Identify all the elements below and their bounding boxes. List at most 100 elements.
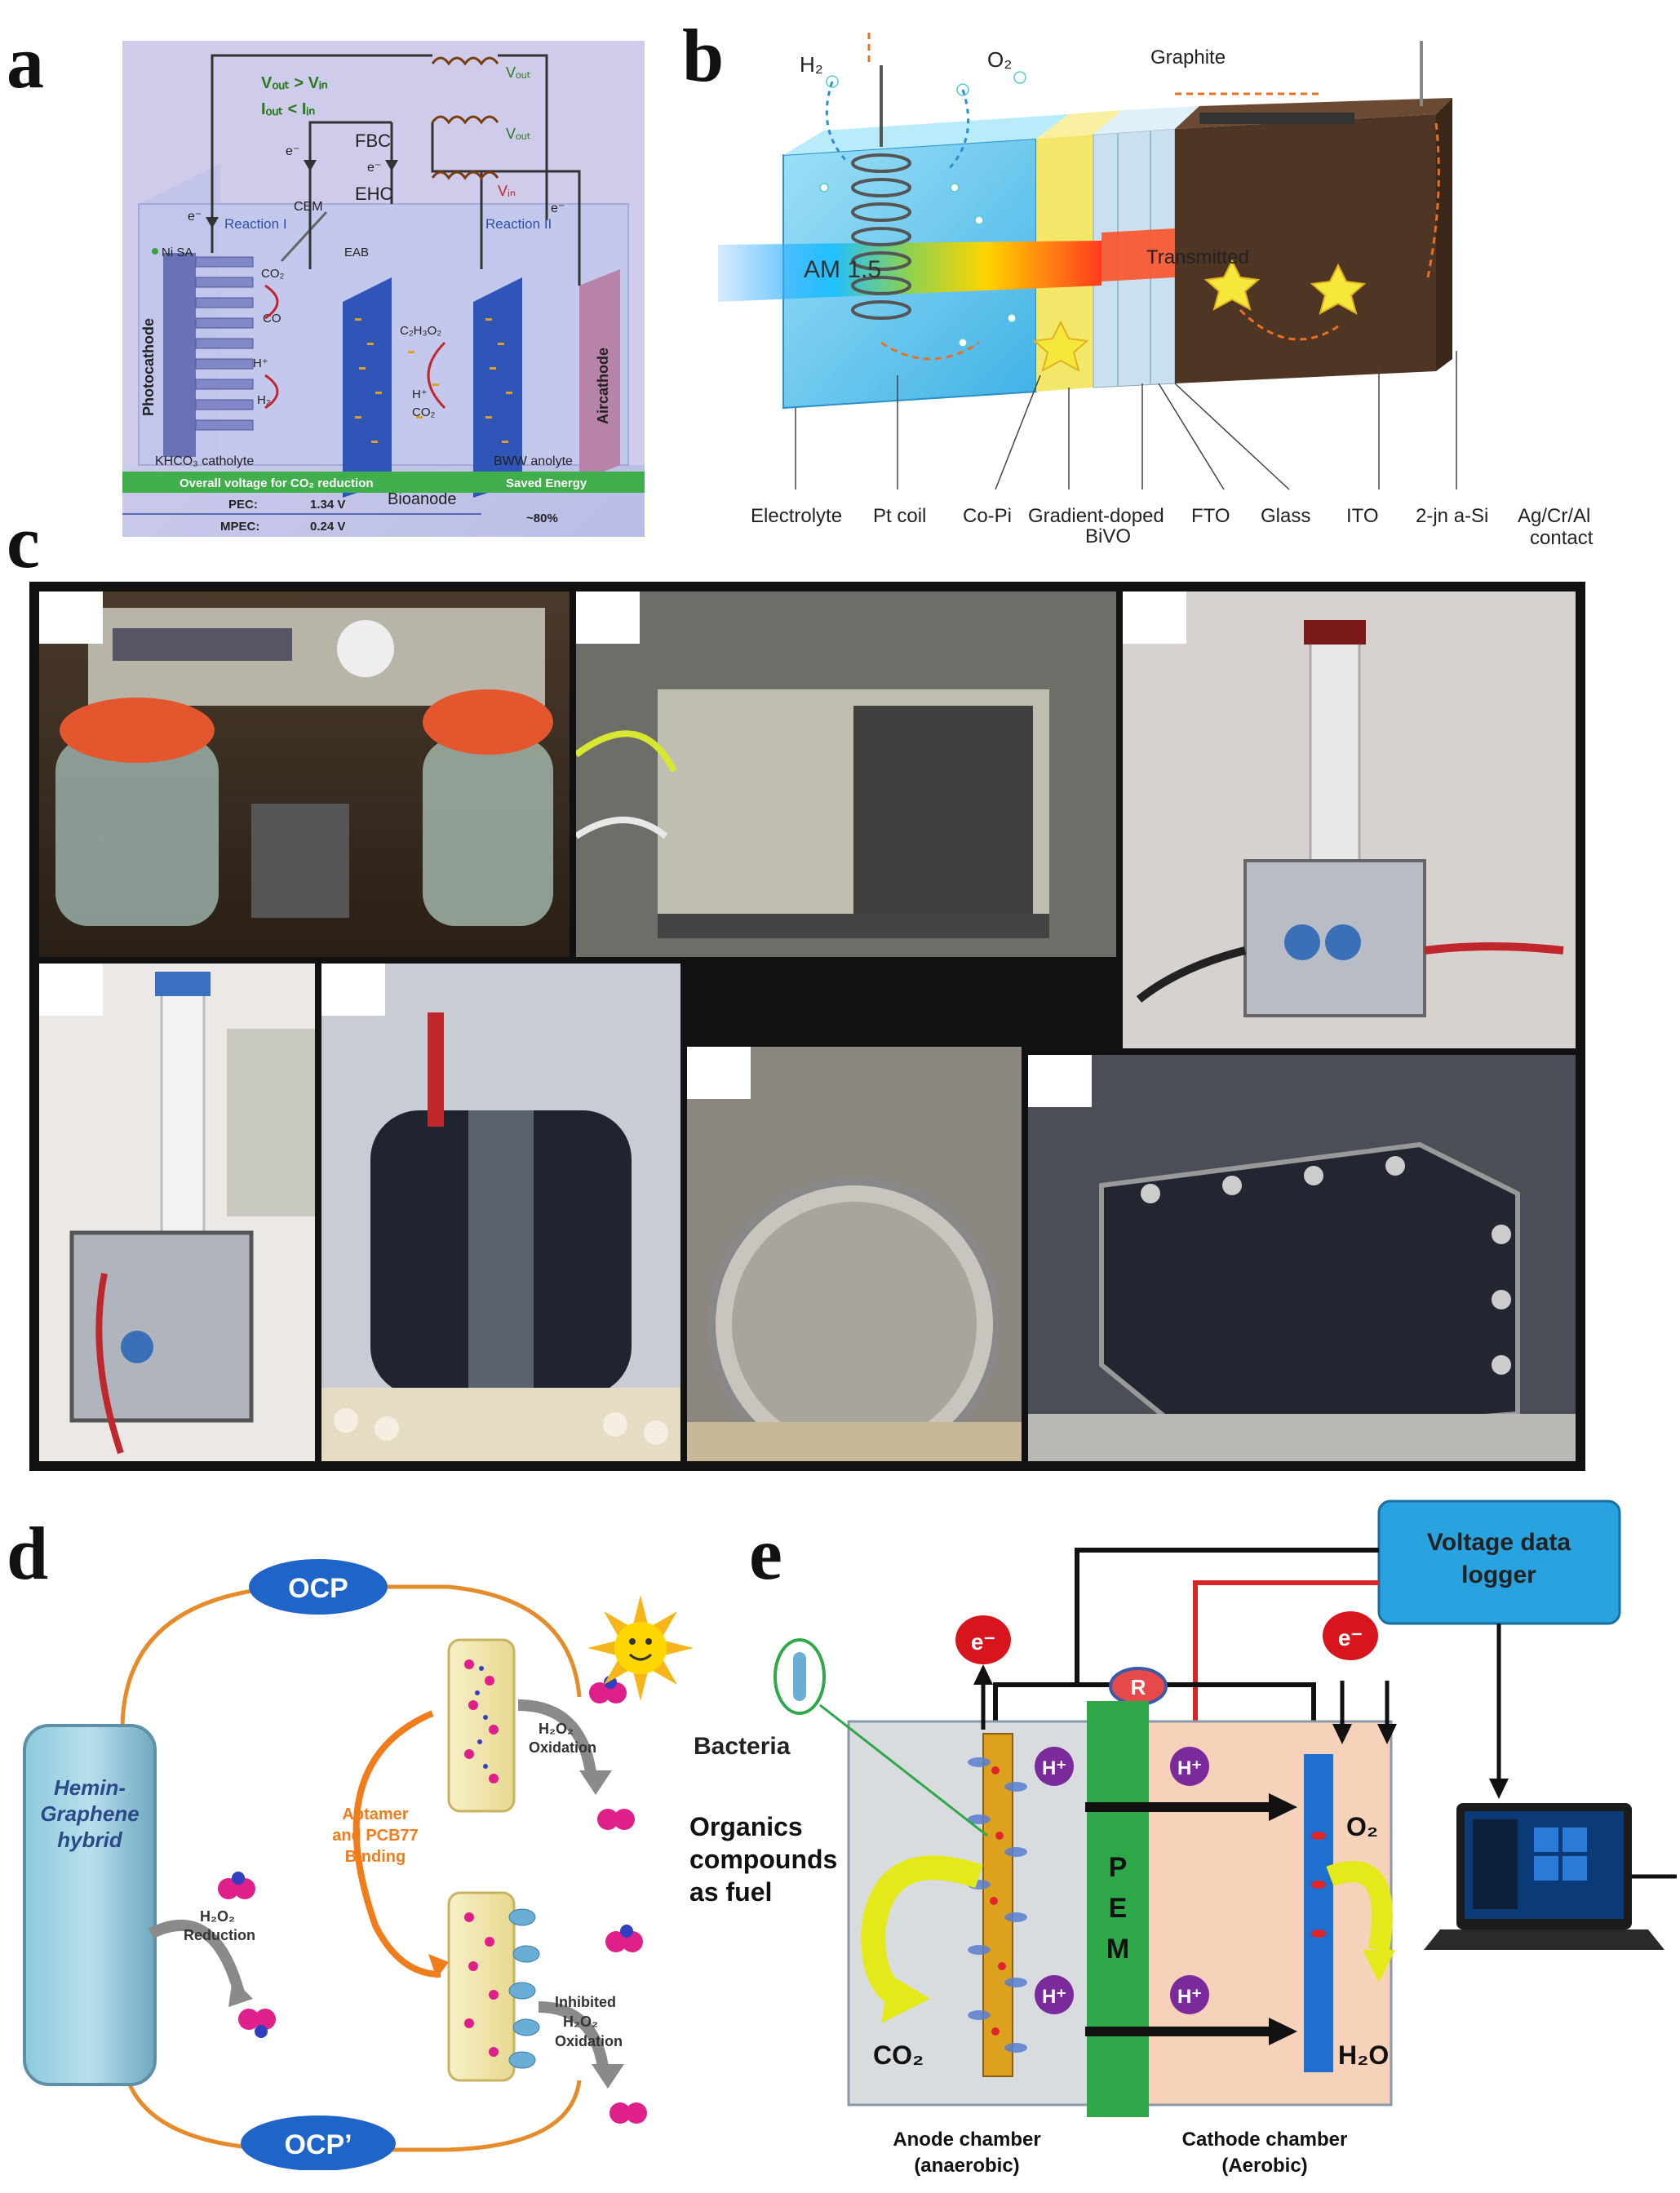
pt-coil bbox=[851, 65, 911, 320]
logger-label-2: logger bbox=[1461, 1562, 1536, 1588]
aptamer-label-3: Binding bbox=[345, 1848, 406, 1866]
co2-label-a2: CO₂ bbox=[412, 405, 436, 419]
resistor-label: R bbox=[1131, 1675, 1146, 1699]
co2-label-a: CO₂ bbox=[261, 267, 285, 281]
organics-label-2: compounds bbox=[689, 1845, 837, 1874]
ito-label: ITO bbox=[1346, 505, 1379, 527]
o2-label-e: O₂ bbox=[1346, 1812, 1378, 1841]
hemin-label-3: hybrid bbox=[57, 1828, 123, 1852]
proton-icon: H⁺ bbox=[1170, 1747, 1209, 1786]
pem-letter-e: E bbox=[1109, 1893, 1128, 1924]
proton-label: H⁺ bbox=[1042, 1757, 1066, 1779]
ni-sa-label: Ni SA bbox=[162, 246, 193, 259]
logger-label-1: Voltage data bbox=[1427, 1529, 1571, 1556]
panel-d-diagram: OCP OCP’ Hemin- Graphene hybrid H₂O₂ Red… bbox=[16, 1550, 726, 2171]
photo-tag bbox=[1123, 591, 1186, 644]
bacteria-icon bbox=[793, 1652, 806, 1701]
h2-label-a: H₂ bbox=[257, 393, 271, 407]
bacteria-label: Bacteria bbox=[694, 1733, 791, 1760]
aircathode-label: Aircathode bbox=[595, 348, 611, 424]
pem-letter-p: P bbox=[1109, 1852, 1128, 1883]
molecule-icon bbox=[597, 1809, 635, 1830]
electron-label-e1: e⁻ bbox=[971, 1629, 995, 1655]
anode-chamber-label-2: (anaerobic) bbox=[914, 2155, 1019, 2177]
reaction-1-label: Reaction I bbox=[224, 216, 287, 232]
proton-label: H⁺ bbox=[1177, 1757, 1202, 1779]
photo-reactor-tank bbox=[576, 591, 1116, 957]
fto-label: FTO bbox=[1191, 505, 1230, 527]
vin-label: Vᵢₙ bbox=[498, 183, 516, 199]
bww-label: BWW anolyte bbox=[494, 454, 573, 468]
panel-e-diagram: Voltage data logger R P E M e⁻ e⁻ H⁺ H⁺ … bbox=[685, 1493, 1677, 2178]
inhibited-1: Inhibited bbox=[555, 1994, 616, 2010]
ocp-oval bbox=[249, 1559, 388, 1615]
anode-chamber-label-1: Anode chamber bbox=[893, 2129, 1040, 2151]
electron-icon bbox=[955, 1615, 1011, 1664]
proton-icon: H⁺ bbox=[1170, 1975, 1209, 2014]
aircathode-plate bbox=[579, 269, 620, 481]
photo-large-stack bbox=[1028, 1055, 1576, 1461]
photo-small-cell bbox=[39, 964, 315, 1461]
oxygen-flow-arrow bbox=[1326, 1861, 1393, 1952]
graphite-bar bbox=[1199, 113, 1354, 124]
electron-a4: e⁻ bbox=[551, 202, 565, 215]
photo-tag bbox=[39, 591, 103, 644]
proton-label: H⁺ bbox=[1042, 1986, 1066, 2008]
sun-icon bbox=[587, 1595, 694, 1701]
transformer-coils bbox=[431, 56, 499, 180]
panel-b-diagram: H₂ O₂ Graphite AM 1.5 Transmitted Electr… bbox=[718, 33, 1656, 555]
photo-tag bbox=[39, 964, 103, 1016]
vout-label-1: Vₒᵤₜ bbox=[506, 64, 531, 81]
ocp-prime-label: OCP’ bbox=[284, 2129, 352, 2160]
panel-label-b: b bbox=[682, 14, 725, 97]
proton-icon: H⁺ bbox=[1035, 1747, 1074, 1786]
photo-bottles bbox=[39, 591, 570, 957]
pec-label: PEC: bbox=[228, 498, 258, 512]
hemin-label-1: Hemin- bbox=[54, 1775, 126, 1800]
organics-label-1: Organics bbox=[689, 1812, 803, 1841]
ocp-label: OCP bbox=[288, 1573, 348, 1604]
inhibited-3: Oxidation bbox=[555, 2033, 623, 2049]
electron-a2: e⁻ bbox=[286, 144, 299, 158]
photo-cube-cell-tube bbox=[1123, 591, 1576, 1048]
c2h3o2-label: C₂H₃O₂ bbox=[400, 324, 441, 338]
laptop-icon bbox=[1424, 1803, 1677, 1950]
bioanode-label: Bioanode bbox=[388, 490, 457, 508]
saved-energy-header: Saved Energy bbox=[506, 476, 587, 490]
h2o2-oxidation-1: H₂O₂ bbox=[539, 1721, 574, 1737]
molecule-icon bbox=[589, 1676, 627, 1703]
ehc-label: EHC bbox=[355, 184, 393, 204]
agcral-label: Ag/Cr/Al bbox=[1518, 505, 1590, 527]
sensor-electrode-upper bbox=[447, 1638, 516, 1813]
organics-label-3: as fuel bbox=[689, 1877, 772, 1907]
photocathode-label: Photocathode bbox=[140, 318, 157, 416]
h2o2-oxidation-2: Oxidation bbox=[529, 1739, 596, 1756]
photo-cylindrical-cell bbox=[321, 964, 680, 1461]
hplus-label-a2: H⁺ bbox=[412, 388, 428, 401]
cathode-chamber bbox=[1133, 1720, 1393, 2107]
reaction-2-label: Reaction II bbox=[485, 216, 552, 232]
vout-label-2: Vₒᵤₜ bbox=[506, 126, 531, 142]
bacteria-magnifier bbox=[774, 1638, 826, 1715]
photo-round-cell bbox=[687, 1047, 1022, 1461]
glass-label: Glass bbox=[1261, 505, 1310, 527]
cathode-electrode bbox=[1304, 1754, 1333, 2072]
pt-coil-label: Pt coil bbox=[873, 505, 926, 527]
light-beam bbox=[718, 241, 1102, 302]
h2o2-reduction-1: H₂O₂ bbox=[200, 1908, 235, 1925]
co-pi-label: Co-Pi bbox=[963, 505, 1012, 527]
bioanode-plate-2 bbox=[473, 277, 522, 498]
pec-value: 1.34 V bbox=[310, 498, 345, 512]
graphite-label: Graphite bbox=[1150, 47, 1226, 69]
electron-icon bbox=[1323, 1611, 1378, 1660]
hemin-graphene-electrode bbox=[23, 1724, 157, 2086]
co-label-a: CO bbox=[263, 312, 281, 326]
sensor-electrode-lower bbox=[447, 1891, 516, 2082]
photo-tag bbox=[1028, 1055, 1092, 1107]
asi-layer bbox=[1175, 114, 1436, 383]
cathode-chamber-label-1: Cathode chamber bbox=[1182, 2129, 1348, 2151]
vout-gt-vin: Vₒᵤₜ > Vᵢₙ bbox=[261, 74, 328, 92]
bioanode-plate-1 bbox=[343, 277, 392, 498]
electron-label-e2: e⁻ bbox=[1338, 1625, 1363, 1650]
gradient-doped-label: Gradient-doped bbox=[1028, 505, 1164, 527]
